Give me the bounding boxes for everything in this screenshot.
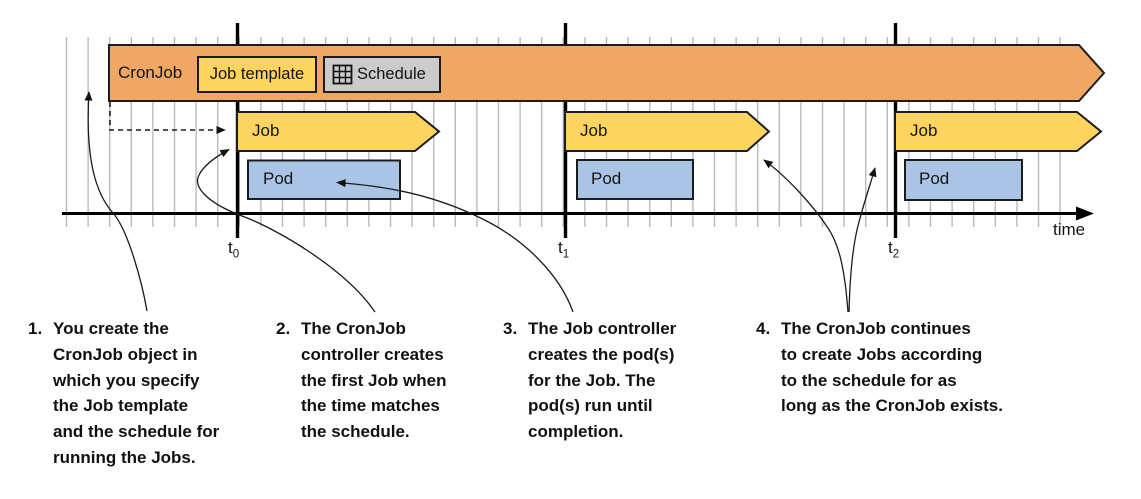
job-template-label: Job template [209,65,305,83]
annotation-4-number: 4. [756,319,771,338]
annotation-3-line: pod(s) run until [528,396,653,416]
pod-1-label: Pod [263,169,294,188]
cronjob-label: CronJob [118,63,183,82]
tick-label-t1: t1 [558,238,569,260]
annotation-3-line: completion. [528,422,624,442]
annotation-4-line: The CronJob continues [781,319,971,338]
annotation-1-line: CronJob object in [53,344,198,364]
leader-arrow-4b [848,167,877,313]
annotation-1-line: which you specify [53,370,200,390]
time-axis-label: time [1053,220,1086,239]
tick-t0-sub: 0 [232,248,240,261]
tick-t2-sub: 2 [892,248,900,261]
annotation-2-line: the schedule. [301,422,410,442]
tick-t1-base: t [558,238,563,257]
tick-label-t2: t2 [888,238,899,260]
annotation-3-text: The Job controller creates the pod(s) fo… [528,316,676,445]
tick-label-t0: t0 [228,238,239,260]
annotation-1-line: running the Jobs. [53,447,196,467]
cronjob-to-job-dashed-arrow [109,102,226,134]
job-arrow-2 [564,111,771,152]
schedule-label: Schedule [357,65,426,83]
tick-t1-sub: 1 [562,248,570,261]
annotation-4-text: The CronJob continues to create Jobs acc… [781,316,1003,419]
pod-box-2 [576,159,694,200]
pod-box-3 [904,159,1023,201]
leader-arrow-2 [197,148,376,313]
annotation-3-number: 3. [503,319,518,338]
schedule-box: Schedule [323,56,441,93]
pod-box-1 [247,159,401,200]
annotation-4-line: long as the CronJob exists. [781,396,1003,416]
job-arrow-1 [236,111,441,152]
pod-2-label: Pod [591,169,622,188]
schedule-grid-icon [332,64,353,85]
annotation-3-line: The Job controller [528,319,677,338]
annotation-1-number: 1. [28,319,43,338]
leader-arrow-1 [84,91,148,312]
annotation-1-text: You create the CronJob object in which y… [53,316,219,471]
tick-t2-base: t [888,238,893,257]
job-arrow-3 [894,111,1103,152]
pod-3-label: Pod [919,169,950,188]
leader-arrow-3 [336,179,574,313]
job-3-label: Job [910,121,938,140]
annotation-1-line: You create the [53,319,169,338]
annotation-1: 1. You create the CronJob object in whic… [28,316,219,471]
annotation-3: 3. The Job controller creates the pod(s)… [503,316,676,445]
job-2-label: Job [580,121,608,140]
annotation-4-line: to create Jobs according [781,344,983,364]
annotation-4: 4. The CronJob continues to create Jobs … [756,316,1003,419]
annotation-2-line: The CronJob [301,319,406,338]
annotation-2-line: the first Job when [301,370,447,390]
annotation-3-line: for the Job. The [528,370,656,390]
job-template-box: Job template [197,56,317,93]
job-1-label: Job [252,121,280,140]
annotation-2: 2. The CronJob controller creates the fi… [276,316,446,445]
annotation-2-line: the time matches [301,396,440,416]
tick-t0-base: t [228,238,233,257]
annotation-2-text: The CronJob controller creates the first… [301,316,446,445]
annotation-4-line: to the schedule for as [781,370,957,390]
time-axis-arrowhead [1076,206,1094,221]
annotation-3-line: creates the pod(s) [528,344,675,364]
leader-arrow-4a [763,159,849,313]
annotation-1-line: and the schedule for [53,422,220,442]
annotation-1-line: the Job template [53,396,189,416]
annotation-2-line: controller creates [301,344,444,364]
annotation-2-number: 2. [276,319,291,338]
